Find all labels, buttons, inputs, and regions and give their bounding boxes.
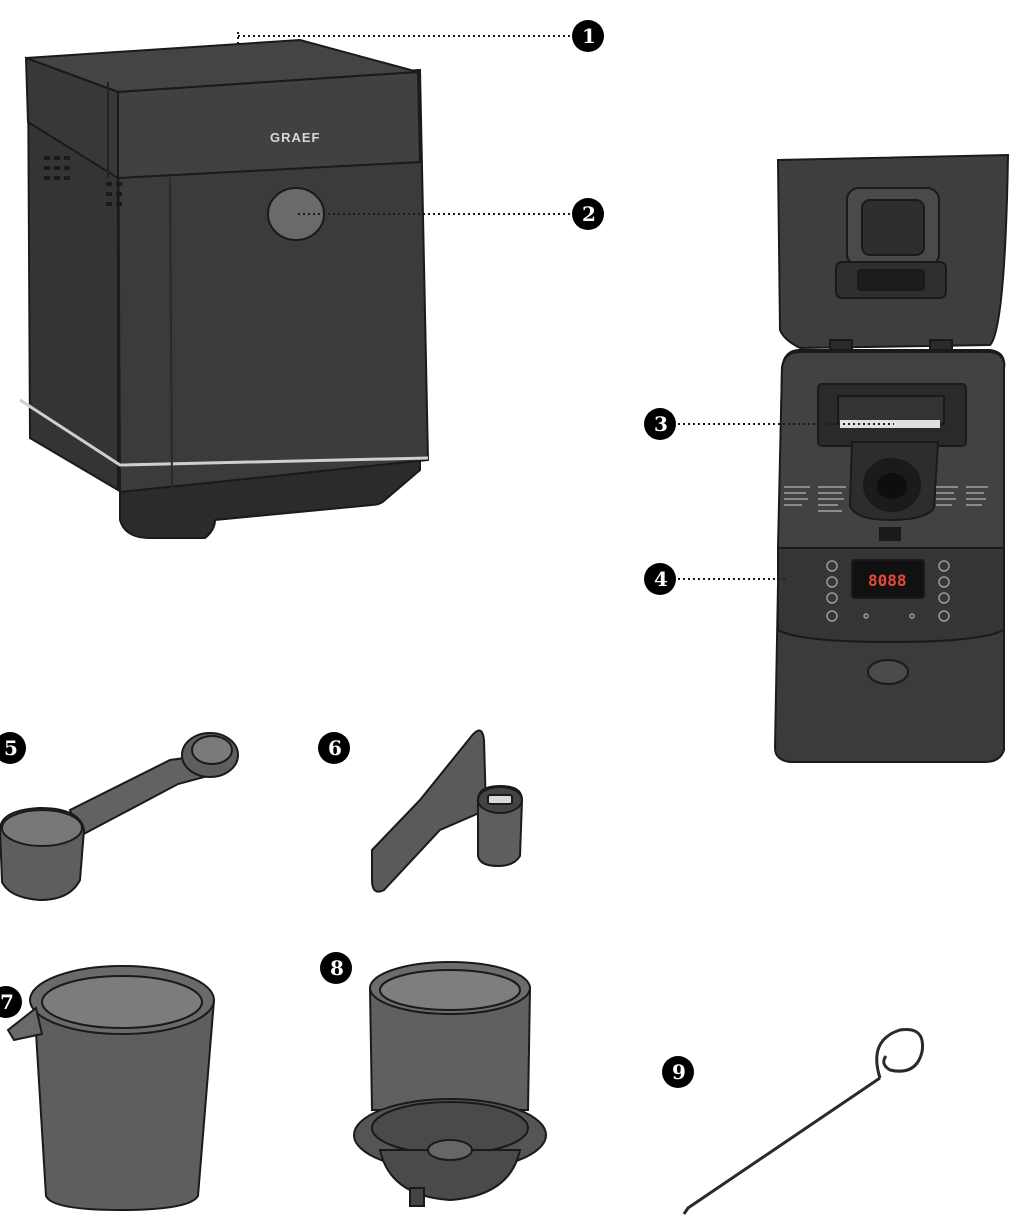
callout-6: 6 bbox=[318, 732, 350, 764]
leader-1 bbox=[237, 32, 570, 46]
callout-5: 5 bbox=[0, 732, 26, 764]
pan-drive-ring bbox=[427, 1139, 473, 1161]
svg-text:3: 3 bbox=[654, 412, 668, 436]
cup-body bbox=[32, 999, 216, 1212]
front-corner-edge bbox=[169, 177, 173, 491]
svg-text:5: 5 bbox=[4, 736, 18, 760]
svg-text:8: 8 bbox=[330, 956, 344, 980]
cup-spout bbox=[6, 1006, 44, 1042]
spoon-small-bowl-inner bbox=[191, 735, 233, 765]
svg-text:1: 1 bbox=[582, 24, 596, 48]
display-readout: 8088 bbox=[868, 571, 907, 590]
callout-leaders bbox=[237, 32, 894, 580]
callout-7: 7 bbox=[0, 986, 22, 1018]
svg-text:4: 4 bbox=[654, 567, 668, 591]
control-buttons bbox=[826, 560, 950, 622]
paddle-hub-slot bbox=[487, 794, 513, 805]
svg-text:9: 9 bbox=[672, 1060, 686, 1084]
deck-latch bbox=[879, 527, 901, 541]
bread-maker-closed bbox=[19, 38, 430, 539]
callout-3: 3 bbox=[644, 408, 676, 440]
callout-2: 2 bbox=[572, 198, 604, 230]
svg-text:2: 2 bbox=[582, 202, 596, 226]
accent-strip bbox=[19, 398, 429, 467]
spoon-large-bowl-inner bbox=[1, 809, 83, 847]
vent-left bbox=[44, 156, 70, 180]
lid-left-band bbox=[24, 56, 119, 180]
callout-9: 9 bbox=[662, 1056, 694, 1088]
display-screen bbox=[851, 559, 925, 599]
measuring-cup bbox=[6, 965, 216, 1212]
spindle-core bbox=[875, 471, 909, 501]
baking-pan bbox=[353, 961, 547, 1207]
front-button bbox=[867, 659, 909, 685]
pan-lug bbox=[409, 1187, 425, 1207]
pan-opening-inner bbox=[837, 395, 945, 425]
callout-4: 4 bbox=[644, 563, 676, 595]
measuring-spoon bbox=[0, 732, 239, 902]
lid-handle-slot bbox=[857, 269, 925, 291]
lid-release-button bbox=[267, 187, 325, 241]
pan-opening bbox=[379, 969, 521, 1011]
svg-text:6: 6 bbox=[328, 736, 342, 760]
brand-logo: GRAEF bbox=[270, 130, 321, 145]
kneading-paddle bbox=[371, 729, 524, 893]
bread-maker-open bbox=[773, 153, 1010, 763]
callout-8: 8 bbox=[320, 952, 352, 984]
paddle-blade bbox=[371, 729, 488, 893]
lid-window bbox=[861, 199, 925, 256]
program-legend bbox=[784, 486, 988, 512]
paddle-removal-hook bbox=[682, 1027, 925, 1215]
svg-text:7: 7 bbox=[0, 990, 14, 1014]
hook-shaft bbox=[682, 1076, 881, 1215]
callout-1: 1 bbox=[572, 20, 604, 52]
hook-loop bbox=[875, 1027, 925, 1079]
vent-right bbox=[106, 182, 122, 206]
cup-opening bbox=[41, 975, 203, 1029]
